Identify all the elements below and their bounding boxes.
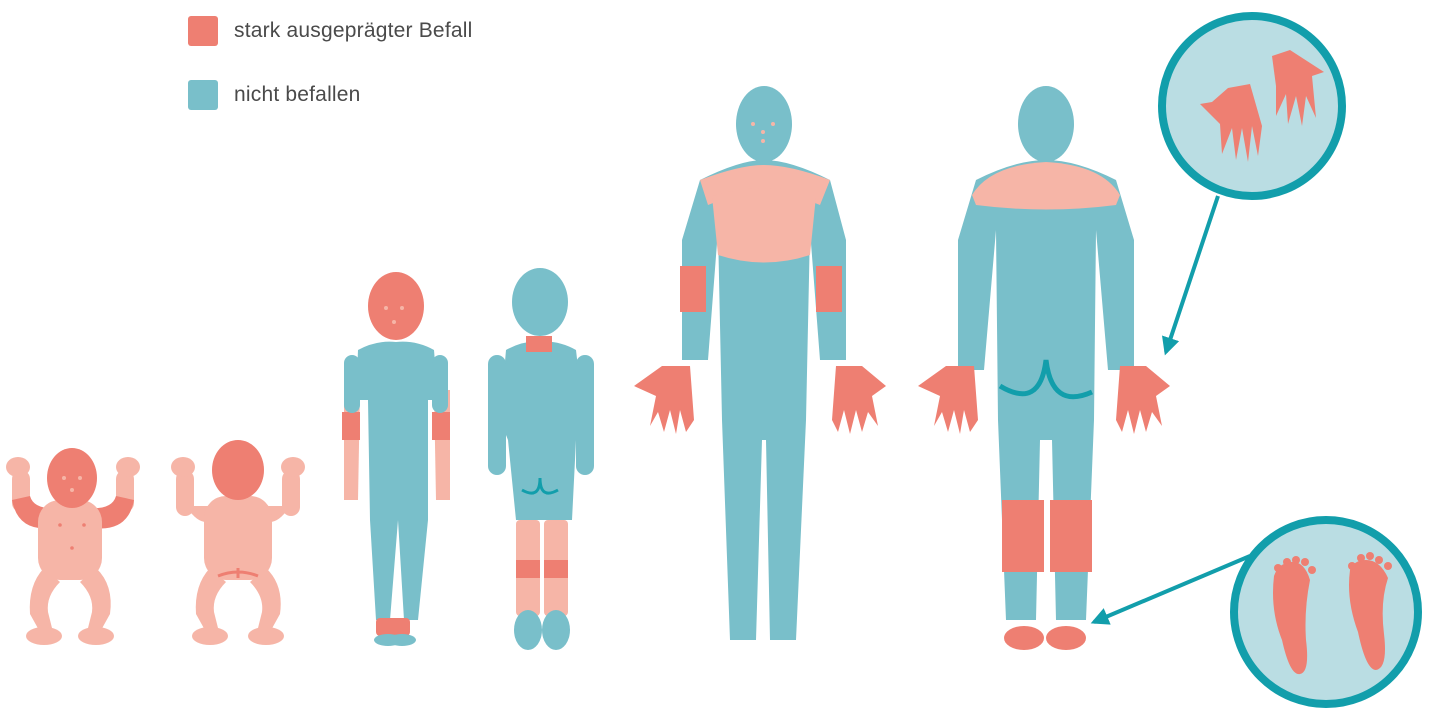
adult-front-head xyxy=(736,86,792,162)
infant-back-figure xyxy=(171,440,305,645)
hands-detail xyxy=(1162,16,1342,196)
child-front-body xyxy=(356,342,438,620)
infant-front-torso xyxy=(38,500,102,580)
adult-front-chest xyxy=(712,188,816,263)
child-front-figure xyxy=(342,272,450,646)
adult-back-body xyxy=(958,160,1134,620)
infant-front-figure xyxy=(6,448,140,645)
adult-front-figure xyxy=(634,86,886,640)
child-back-body xyxy=(500,342,584,520)
child-back-head xyxy=(512,268,568,336)
infant-front-head xyxy=(47,448,97,508)
feet-detail xyxy=(1234,520,1418,704)
child-back-figure xyxy=(488,268,594,650)
hands-arrow xyxy=(1166,196,1218,352)
adult-back-figure xyxy=(918,86,1170,650)
adult-back-shoulders xyxy=(972,162,1120,210)
adult-back-head xyxy=(1018,86,1074,162)
infant-back-head xyxy=(212,440,264,500)
infant-back-torso xyxy=(204,496,272,580)
child-front-head xyxy=(368,272,424,340)
feet-arrow xyxy=(1094,556,1250,622)
